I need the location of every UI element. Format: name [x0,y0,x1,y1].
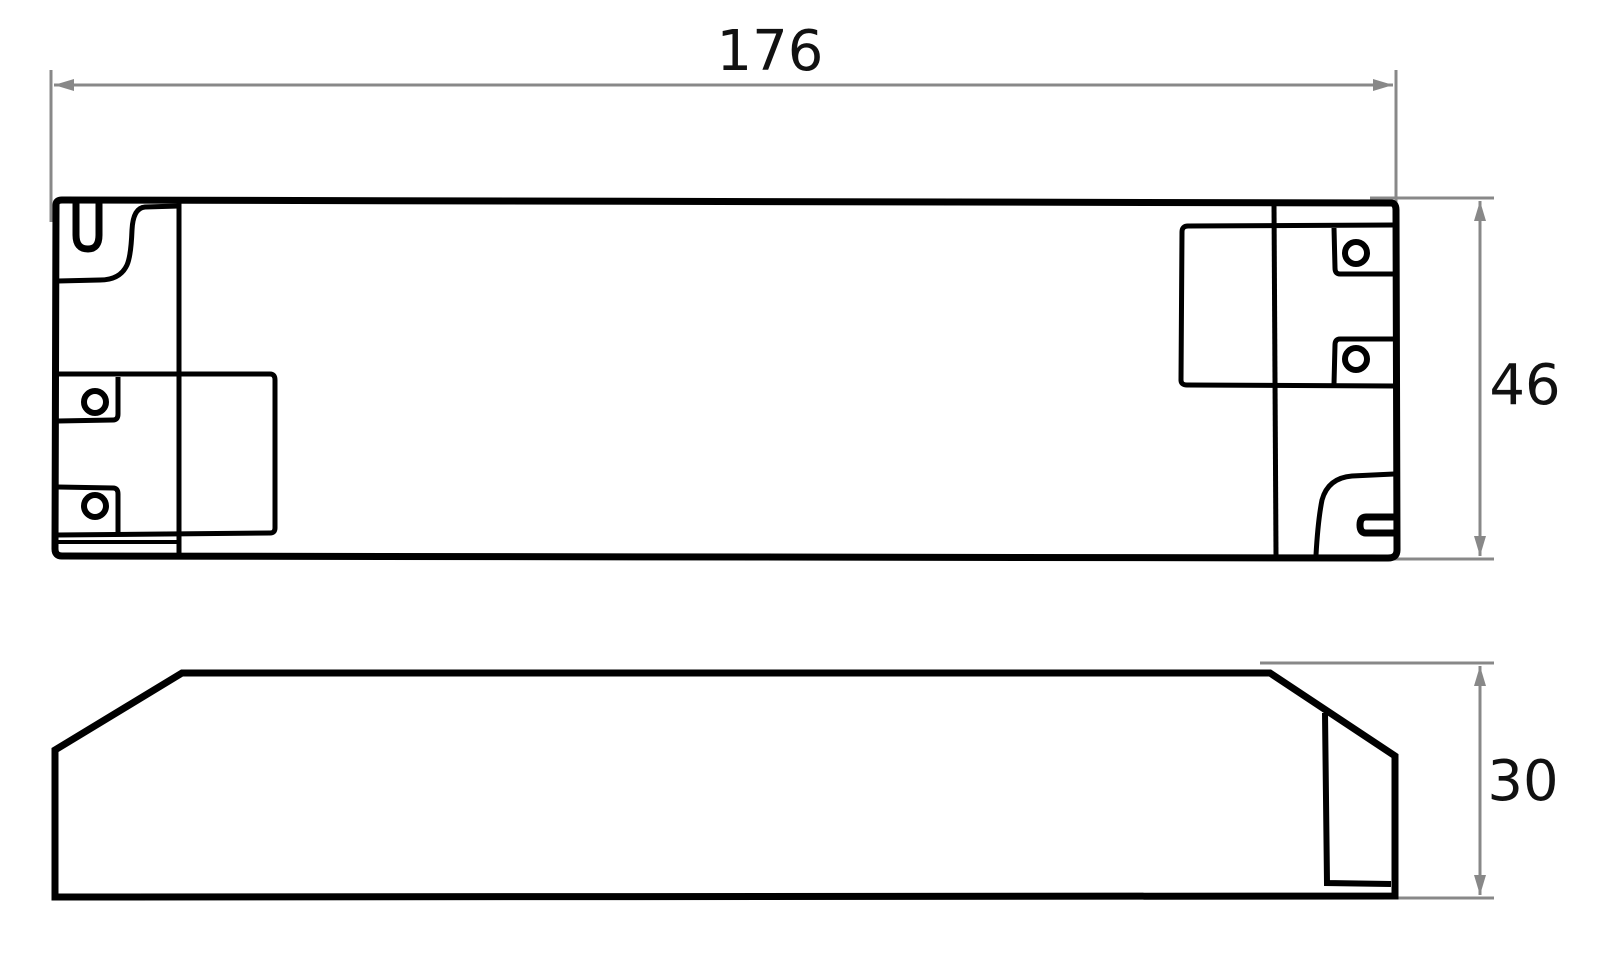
terminal-screw-icon [81,492,109,520]
terminal-cell-1-right [1331,227,1394,277]
terminal-cell-2-right [1331,336,1394,385]
terminal-block-right [1178,222,1395,389]
height-label: 30 [1487,749,1558,814]
height-dimension: 30 [1260,661,1559,900]
mounting-slot-right [1356,513,1396,537]
terminal-screw-icon [1342,239,1370,267]
terminal-block-left [57,371,278,538]
terminal-screw-icon [1342,345,1370,373]
terminal-screw-icon [81,388,109,416]
side-profile-outline [51,669,1399,901]
side-view [51,669,1399,901]
end-cap-detail [1322,712,1392,887]
length-dimension: 176 [49,19,1398,222]
length-label: 176 [717,19,824,84]
mounting-slot-left [72,203,103,253]
right-divider [1271,203,1279,556]
top-view [51,196,1401,562]
mounting-tab-left [57,203,180,284]
width-label: 46 [1489,353,1560,418]
width-dimension: 46 [1355,196,1561,561]
terminal-cell-2-left [57,484,121,533]
mounting-tab-right [1313,471,1395,556]
housing-outline [51,196,1401,562]
terminal-cell-1-left [57,377,121,424]
